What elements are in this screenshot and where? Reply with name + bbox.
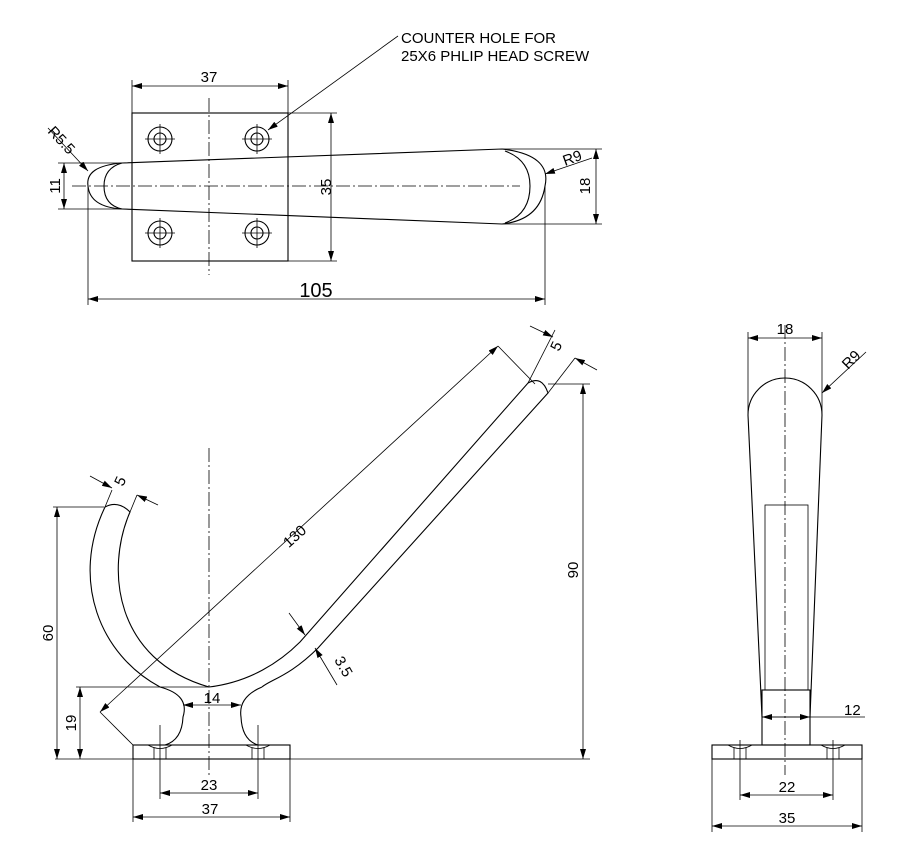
neck [761, 689, 811, 746]
dim-18: 18 [577, 178, 594, 195]
radius-r9: R9 [839, 347, 865, 373]
front-view: 130 5 90 60 19 14 5 3.5 23 37 [40, 325, 598, 822]
hook-outline [89, 380, 549, 746]
dim-37: 37 [201, 69, 218, 86]
top-view: 37 35 105 11 18 R5.5 R9 COUNTER HOLE FOR… [44, 30, 602, 305]
screw-hole-icon [242, 124, 272, 154]
base-plate [131, 112, 289, 262]
note-line-1: COUNTER HOLE FOR [401, 30, 556, 47]
dim-23: 23 [201, 777, 218, 794]
dim-12: 12 [844, 702, 861, 719]
screw-holes [145, 124, 272, 248]
side-view: 18 R9 12 22 35 [711, 321, 867, 832]
dim-105: 105 [299, 280, 332, 302]
dim-18: 18 [777, 321, 794, 338]
dim-130: 130 [280, 522, 310, 551]
dim-3-5: 3.5 [331, 654, 356, 681]
radius-r9: R9 [561, 147, 585, 170]
screw-hole-icon [242, 218, 272, 248]
dim-37-base: 37 [202, 801, 219, 818]
screw-hole-icon [145, 124, 175, 154]
dim-22: 22 [779, 779, 796, 796]
dim-60: 60 [40, 625, 57, 642]
screw-heads [727, 740, 846, 800]
screw-heads [147, 725, 271, 759]
hidden-bore [764, 504, 809, 691]
dim-35: 35 [318, 179, 335, 196]
handle-outline [87, 148, 547, 225]
dim-35: 35 [779, 810, 796, 827]
screw-hole-icon [145, 218, 175, 248]
dim-19: 19 [63, 715, 80, 732]
dim-11: 11 [47, 178, 64, 194]
dim-arm-5: 5 [547, 339, 566, 354]
dim-90: 90 [565, 562, 582, 579]
note-line-2: 25X6 PHLIP HEAD SCREW [401, 48, 590, 65]
dim-14: 14 [204, 690, 221, 707]
dim-hook-5: 5 [111, 474, 130, 489]
radius-r5-5: R5.5 [44, 123, 78, 158]
